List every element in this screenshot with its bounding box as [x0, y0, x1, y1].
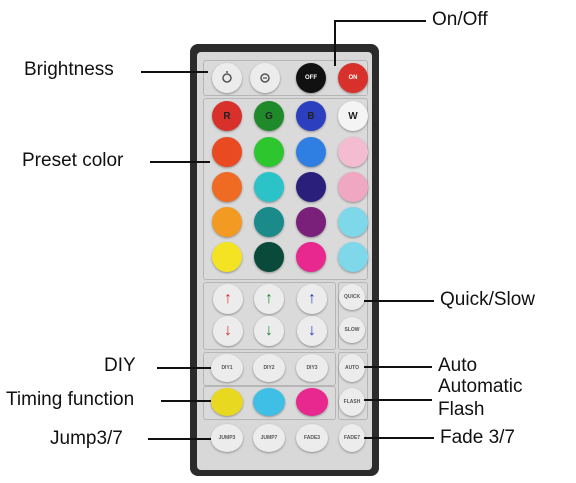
color-button[interactable]: [254, 137, 284, 167]
fade3-button[interactable]: FADE3: [296, 424, 328, 452]
diy3-button[interactable]: DIY3: [296, 354, 328, 382]
timing-button-cyan[interactable]: [253, 388, 285, 416]
color-button[interactable]: [296, 172, 326, 202]
fade-label: Fade 3/7: [440, 427, 515, 448]
brightness-down-button[interactable]: [250, 63, 280, 93]
diy-label: DIY: [104, 355, 136, 376]
jump-label: Jump3/7: [50, 428, 123, 449]
automatic-flash-leader: [364, 399, 432, 401]
arrow-up-icon: ↑: [308, 290, 316, 307]
fade-leader: [364, 437, 434, 439]
jump3-button[interactable]: JUMP3: [211, 424, 243, 452]
on-off-label: On/Off: [432, 9, 488, 30]
quick-slow-leader: [364, 300, 434, 302]
color-button[interactable]: [296, 137, 326, 167]
color-button-w[interactable]: W: [338, 101, 368, 131]
flash-label: Flash: [438, 399, 485, 420]
arrow-up-icon: ↑: [224, 290, 232, 307]
diy2-button[interactable]: DIY2: [253, 354, 285, 382]
off-button[interactable]: OFF: [296, 63, 326, 93]
arrow-up-icon: ↑: [265, 290, 273, 307]
jump-leader: [148, 438, 211, 440]
green-up-button[interactable]: ↑: [254, 284, 284, 314]
g-label: G: [265, 110, 273, 122]
on-off-leader-vertical: [334, 21, 336, 66]
brightness-label: Brightness: [24, 59, 114, 80]
b-label: B: [307, 110, 315, 122]
diy-leader: [157, 367, 211, 369]
color-button[interactable]: [212, 242, 242, 272]
blue-up-button[interactable]: ↑: [297, 284, 327, 314]
arrow-down-icon: ↓: [308, 322, 316, 339]
color-button-r[interactable]: R: [212, 101, 242, 131]
auto-button[interactable]: AUTO: [339, 354, 365, 382]
jump7-button[interactable]: JUMP7: [253, 424, 285, 452]
color-button[interactable]: [338, 207, 368, 237]
brightness-up-button[interactable]: [212, 63, 242, 93]
color-button-b[interactable]: B: [296, 101, 326, 131]
w-label: W: [348, 110, 358, 122]
flash-button[interactable]: FLASH: [339, 388, 365, 416]
timing-button-yellow[interactable]: [211, 388, 243, 416]
color-button[interactable]: [296, 242, 326, 272]
timing-button-magenta[interactable]: [296, 388, 328, 416]
color-button[interactable]: [338, 172, 368, 202]
diy1-button[interactable]: DIY1: [211, 354, 243, 382]
sun-dim-icon: [260, 73, 270, 83]
fade7-button[interactable]: FADE7: [339, 424, 365, 452]
auto-leader: [364, 366, 432, 368]
color-button[interactable]: [254, 207, 284, 237]
sun-icon: [222, 71, 232, 83]
on-off-leader: [334, 20, 426, 22]
timing-leader: [161, 400, 211, 402]
on-button[interactable]: ON: [338, 63, 368, 93]
color-button[interactable]: [296, 207, 326, 237]
arrow-down-icon: ↓: [224, 322, 232, 339]
automatic-label: Automatic: [438, 376, 523, 397]
arrow-down-icon: ↓: [265, 322, 273, 339]
color-button-g[interactable]: G: [254, 101, 284, 131]
color-button[interactable]: [212, 172, 242, 202]
color-button[interactable]: [254, 172, 284, 202]
color-button[interactable]: [254, 242, 284, 272]
preset-color-leader: [150, 161, 210, 163]
timing-function-label: Timing function: [6, 389, 135, 410]
brightness-leader: [141, 71, 208, 73]
auto-label: Auto: [438, 355, 478, 376]
r-label: R: [223, 110, 231, 122]
slow-button[interactable]: SLOW: [339, 317, 365, 343]
quick-slow-label: Quick/Slow: [440, 289, 536, 310]
color-button[interactable]: [338, 137, 368, 167]
red-down-button[interactable]: ↓: [213, 316, 243, 346]
quick-button[interactable]: QUICK: [339, 284, 365, 310]
preset-color-label: Preset color: [22, 150, 124, 171]
color-button[interactable]: [212, 207, 242, 237]
color-button[interactable]: [338, 242, 368, 272]
red-up-button[interactable]: ↑: [213, 284, 243, 314]
green-down-button[interactable]: ↓: [254, 316, 284, 346]
blue-down-button[interactable]: ↓: [297, 316, 327, 346]
color-button[interactable]: [212, 137, 242, 167]
